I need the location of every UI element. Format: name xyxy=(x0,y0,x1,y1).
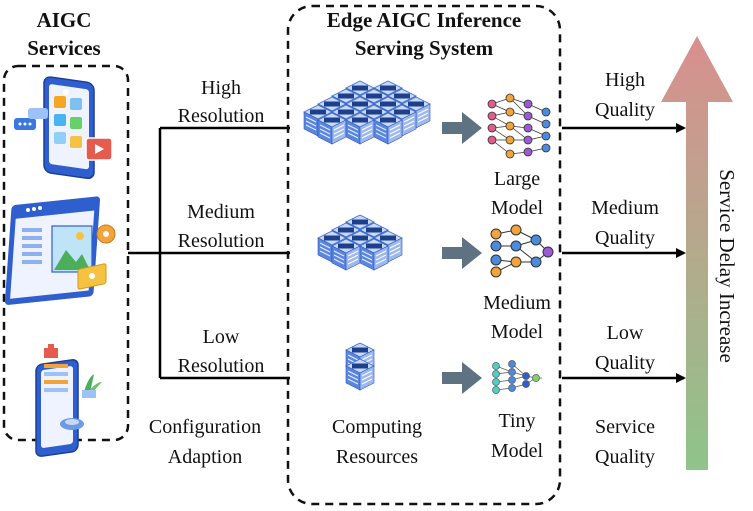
model-large-line1: Large xyxy=(494,168,540,190)
model-medium-line1: Medium xyxy=(483,292,551,314)
quality-low-line1: Low xyxy=(607,322,644,344)
configuration-label-line1: Configuration xyxy=(149,416,261,438)
serving-system-panel xyxy=(286,4,562,506)
quality-medium-line2: Quality xyxy=(595,227,655,249)
model-large-line2: Model xyxy=(491,197,544,219)
web-browser-image-icon xyxy=(4,196,116,305)
medium-neural-network-icon xyxy=(490,224,554,278)
resolution-medium-line1: Medium xyxy=(187,201,255,223)
resolution-low-line2: Resolution xyxy=(178,355,265,377)
model-tiny-line1: Tiny xyxy=(498,410,535,432)
model-tiny-line2: Model xyxy=(491,440,544,462)
computing-resources-line1: Computing xyxy=(332,416,422,438)
model-medium-line2: Model xyxy=(491,321,544,343)
large-server-cluster-icon xyxy=(303,80,431,145)
smartphone-apps-icon xyxy=(14,76,113,180)
service-quality-line2: Quality xyxy=(595,446,655,468)
resolution-low-line1: Low xyxy=(203,326,240,348)
quality-low-line2: Quality xyxy=(595,352,655,374)
tiny-neural-network-icon xyxy=(492,360,542,394)
mobile-shop-icon xyxy=(35,344,102,457)
service-delay-label: Service Delay Increase xyxy=(715,169,739,363)
process-arrows xyxy=(442,112,482,394)
resolution-high-line1: High xyxy=(201,77,241,99)
services-title-line2: Services xyxy=(27,36,100,60)
service-quality-line1: Service xyxy=(595,416,655,438)
service-delay-arrow xyxy=(661,36,733,470)
quality-high-line2: Quality xyxy=(595,99,655,121)
medium-server-cluster-icon xyxy=(317,214,403,271)
quality-output-arrows xyxy=(562,123,686,383)
large-neural-network-icon xyxy=(487,93,551,159)
computing-resources-line2: Resources xyxy=(336,446,418,468)
configuration-branch-lines xyxy=(128,126,290,380)
serving-system-title-line1: Edge AIGC Inference xyxy=(327,8,521,32)
services-title-line1: AIGC xyxy=(37,8,92,32)
small-server-cluster-icon xyxy=(345,342,375,391)
serving-system-title-line2: Serving System xyxy=(355,36,494,60)
resolution-high-line2: Resolution xyxy=(178,105,265,127)
quality-medium-line1: Medium xyxy=(591,197,659,219)
configuration-label-line2: Adaption xyxy=(168,446,242,468)
quality-high-line1: High xyxy=(605,69,645,91)
resolution-medium-line2: Resolution xyxy=(178,230,265,252)
